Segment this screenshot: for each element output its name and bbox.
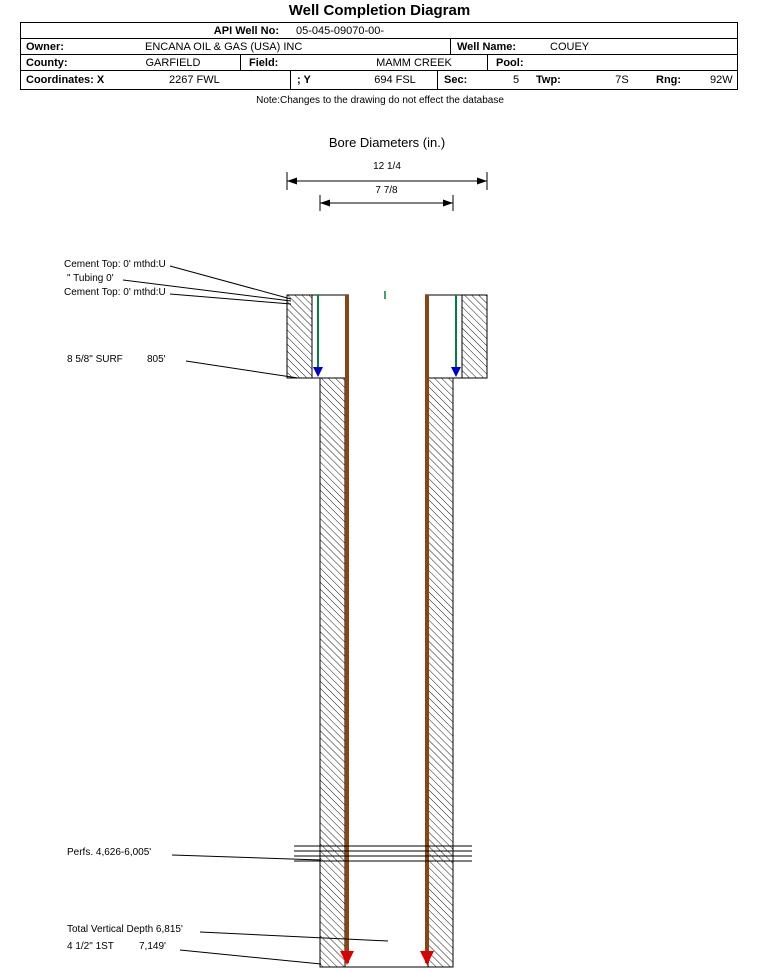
- well-name-value: COUEY: [550, 41, 590, 53]
- cement-top-upper-label: Cement Top: 0' mthd:U: [64, 259, 166, 270]
- pool-label: Pool:: [496, 57, 524, 69]
- rng-label: Rng:: [656, 74, 682, 86]
- table-row-coordinates: Coordinates: X 2267 FWL ; Y 694 FSL Sec:…: [21, 71, 737, 89]
- lower-right-cement: [427, 377, 454, 968]
- well-info-table: API Well No: 05-045-09070-00- Owner: ENC…: [20, 22, 738, 90]
- surface-casing-string: [317, 291, 457, 368]
- total-vertical-depth-label: Total Vertical Depth 6,815': [67, 924, 183, 935]
- sec-value: 5: [512, 74, 520, 86]
- twp-value: 7S: [615, 74, 629, 86]
- outer-dimension-line: [286, 172, 488, 190]
- production-casing-shoe-markers: [340, 951, 434, 965]
- table-row-owner: Owner: ENCANA OIL & GAS (USA) INC Well N…: [21, 39, 737, 55]
- county-label: County:: [26, 57, 68, 69]
- table-row-api: API Well No: 05-045-09070-00-: [21, 23, 737, 39]
- lower-left-cement: [319, 377, 346, 968]
- right-arrowhead-icon: [443, 199, 453, 207]
- production-casing-string: [345, 295, 429, 963]
- page-title: Well Completion Diagram: [288, 2, 471, 19]
- rng-value: 92W: [710, 74, 733, 86]
- wellbore-outline: [287, 294, 487, 968]
- perforations-label: Perfs. 4,626-6,005': [67, 847, 152, 858]
- annotation-leader-lines: [122, 265, 389, 965]
- bore-diameters-title: Bore Diameters (in.): [328, 135, 446, 150]
- inner-dimension-line: [319, 195, 454, 211]
- surface-casing-shoe-markers: [313, 367, 461, 377]
- twp-label: Twp:: [536, 74, 561, 86]
- table-row-county: County: GARFIELD Field: MAMM CREEK Pool:: [21, 55, 737, 71]
- well-name-label: Well Name:: [457, 41, 517, 53]
- production-casing-depth-label: 7,149': [139, 941, 166, 952]
- api-well-no-label: API Well No:: [213, 25, 279, 37]
- perforation-marks: [294, 845, 472, 862]
- coordinates-x-value: 2267 FWL: [159, 71, 291, 89]
- upper-left-cement: [286, 294, 313, 379]
- field-value: MAMM CREEK: [341, 55, 488, 70]
- county-value: GARFIELD: [106, 55, 241, 70]
- left-arrowhead-icon: [287, 177, 297, 185]
- cement-top-lower-label: Cement Top: 0' mthd:U: [64, 287, 166, 298]
- cement-hatch-walls: [286, 294, 488, 968]
- right-arrowhead-icon: [477, 177, 487, 185]
- surface-casing-label: 8 5/8" SURF: [67, 354, 123, 365]
- owner-label: Owner:: [26, 41, 64, 53]
- surface-casing-depth-label: 805': [147, 354, 166, 365]
- inner-diameter-label: 7 7/8: [375, 185, 398, 196]
- coordinates-y-value: 694 FSL: [353, 71, 438, 89]
- owner-value: ENCANA OIL & GAS (USA) INC: [139, 39, 451, 54]
- coordinates-y-label: ; Y: [297, 74, 311, 86]
- sec-label: Sec:: [444, 74, 468, 86]
- left-arrowhead-icon: [320, 199, 330, 207]
- coordinates-label: Coordinates: X: [26, 74, 105, 86]
- tubing-label: " Tubing 0': [67, 273, 114, 284]
- field-label: Field:: [249, 57, 279, 69]
- production-casing-label: 4 1/2" 1ST: [67, 941, 114, 952]
- database-note: Note:Changes to the drawing do not effec…: [256, 95, 504, 106]
- outer-diameter-label: 12 1/4: [373, 161, 401, 172]
- upper-right-cement: [461, 294, 488, 379]
- api-well-no-value: 05-045-09070-00-: [296, 25, 385, 37]
